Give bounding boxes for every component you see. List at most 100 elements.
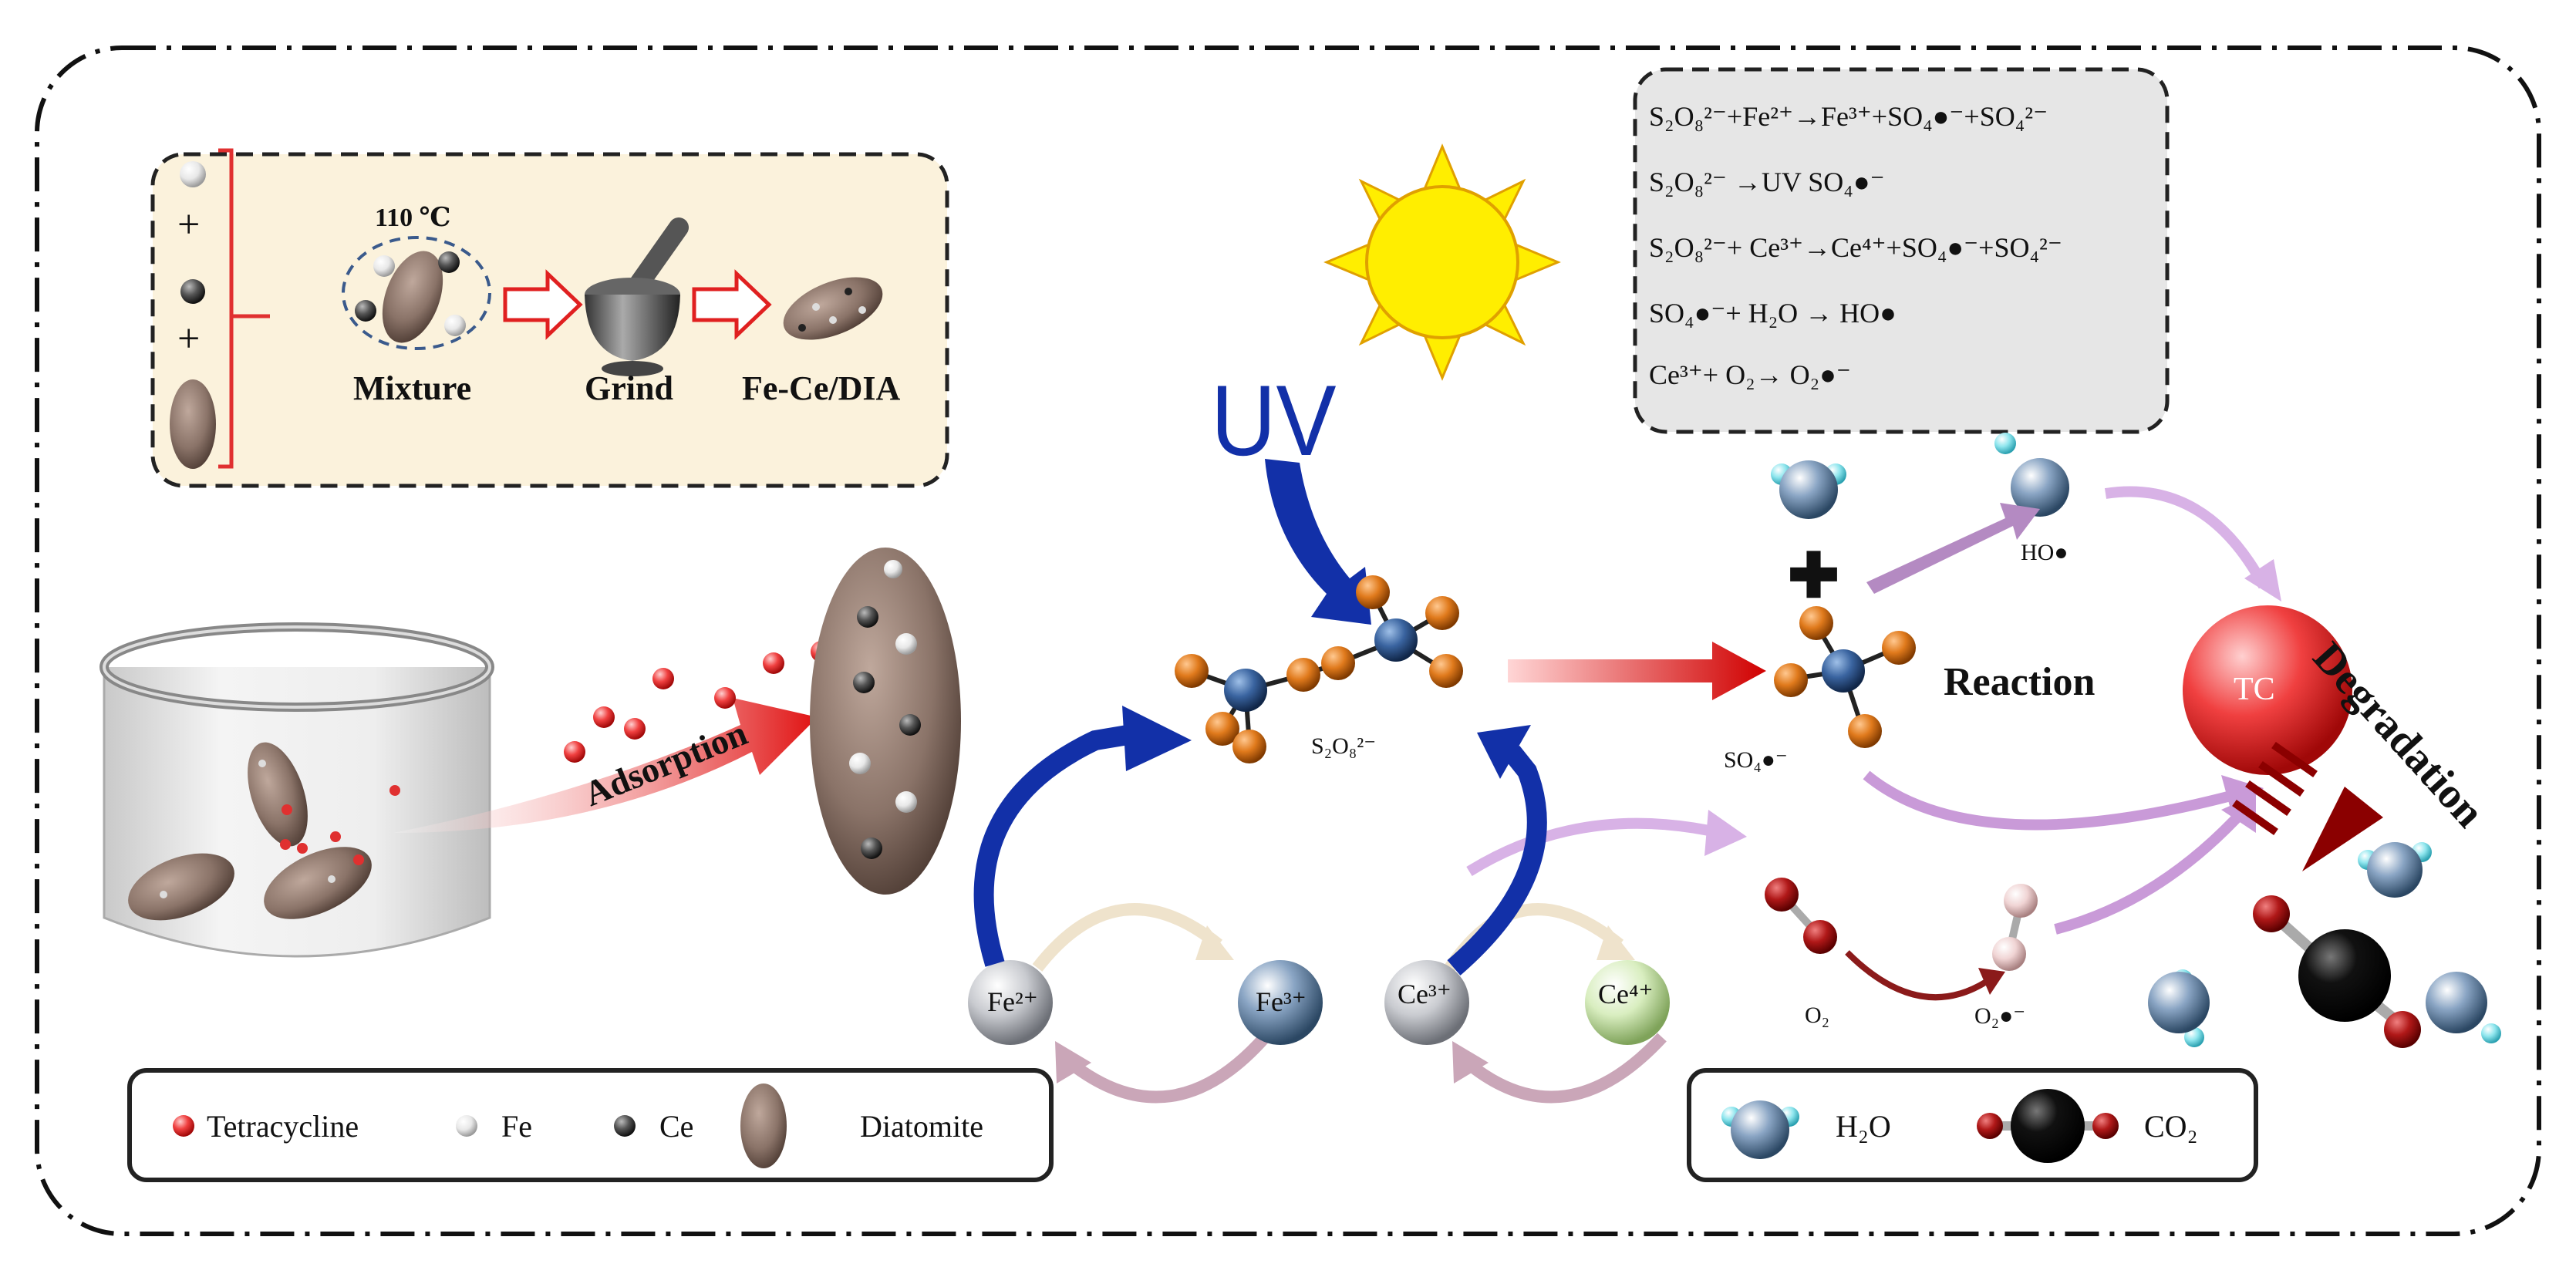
persulfate-label: S₂O₈²⁻ [1311, 733, 1377, 759]
tetracycline-sphere [624, 718, 646, 740]
legend-fe-swatch [456, 1115, 477, 1137]
persulfate-molecule [1175, 575, 1463, 763]
product-particle [783, 277, 883, 340]
equations-box [1633, 67, 2170, 434]
tc-dot [297, 843, 308, 854]
arrow-ho-to-tc [2104, 486, 2269, 589]
product-dot [812, 303, 820, 311]
cylinder-diatomite [248, 742, 308, 847]
ce-sphere [180, 279, 205, 304]
ce-dot [857, 606, 878, 628]
tc-dot [280, 839, 291, 850]
sun-icon [1323, 143, 1561, 381]
water-product [2426, 972, 2501, 1043]
fe-dot [328, 875, 335, 883]
ce4-sphere [1585, 960, 1670, 1045]
mixture-diatomite [382, 251, 443, 343]
legend-diatomite-label: Diatomite [860, 1109, 983, 1144]
cylinder-diatomite [264, 847, 372, 919]
product-dot [829, 316, 837, 324]
fe-dot [258, 760, 266, 767]
mixture-ce-2 [355, 300, 376, 322]
mortar-pestle-icon [585, 217, 689, 376]
tc-label: TC [2234, 672, 2275, 707]
legend-co2-label: CO₂ [2144, 1109, 2198, 1144]
legend-tetracycline-label: Tetracycline [207, 1109, 359, 1144]
plus-icon: ✚ [1788, 543, 1840, 611]
uv-label: UV [1211, 364, 1337, 477]
fe-dot [884, 560, 902, 578]
arrow-superoxide-to-tc [2054, 806, 2249, 935]
fe-cycle-return-arrow [1068, 1033, 1269, 1104]
fe2-label: Fe²⁺ [987, 986, 1038, 1017]
cylinder-diatomite [128, 853, 234, 921]
hydroxyl-molecule [1994, 433, 2069, 517]
ce3-sphere [1384, 960, 1469, 1045]
legend-fe-label: Fe [501, 1109, 532, 1144]
legend-diatomite-swatch [740, 1083, 787, 1168]
arrow-to-grind [503, 269, 583, 340]
equation-4: SO₄●⁻+ H₂O → HO● [1649, 298, 1897, 329]
fe-to-persulfate-arrow [973, 723, 1144, 967]
mixture-fe-2 [444, 315, 466, 336]
fe-dot [895, 633, 917, 655]
product-dot [798, 324, 806, 332]
fe-dot [849, 753, 871, 774]
fe3-label: Fe³⁺ [1256, 986, 1307, 1017]
o2-label: O₂ [1805, 1003, 1830, 1028]
legend-right-box [1687, 1068, 2258, 1182]
fe-cycle-arrow [1032, 903, 1223, 972]
legend-ce-label: Ce [659, 1109, 694, 1144]
legend-h2o-label: H₂O [1836, 1109, 1891, 1144]
grind-label: Grind [585, 369, 673, 407]
fe2-sphere [968, 960, 1053, 1045]
tetracycline-sphere [593, 706, 615, 728]
temperature-label: 110 ℃ [375, 204, 451, 232]
arrow-to-product [692, 269, 772, 340]
tetracycline-sphere [564, 741, 585, 763]
reaction-label: Reaction [1944, 660, 2096, 704]
co2-product [2253, 895, 2421, 1048]
product-dot [858, 306, 866, 314]
equation-3: S₂O₈²⁻+ Ce³⁺→Ce⁴⁺+SO₄●⁻+SO₄²⁻ [1649, 232, 2062, 263]
ce4-label: Ce⁴⁺ [1598, 979, 1654, 1009]
fe3-sphere [1238, 960, 1323, 1045]
equation-1: S₂O₈²⁻+Fe²⁺→Fe³⁺+SO₄●⁻+SO₄²⁻ [1649, 101, 2048, 132]
water-product [2148, 969, 2210, 1047]
arrow-so4-to-tc [1863, 770, 2238, 831]
mixture-circle [342, 236, 491, 350]
ce-cycle-return-arrow [1465, 1033, 1667, 1104]
product-dot [845, 288, 852, 295]
tetracycline-sphere [652, 668, 674, 689]
large-diatomite [810, 548, 961, 895]
tetracycline-sphere [714, 687, 736, 709]
fe-dot [895, 791, 917, 813]
fe-dot [160, 891, 167, 898]
uv-arrow [1265, 459, 1371, 625]
legend-ce-swatch [614, 1115, 636, 1137]
sulfate-radical-molecule [1774, 606, 1916, 748]
legend-h2o-swatch [1721, 1100, 1799, 1159]
tc-dot [353, 854, 364, 865]
arrow-to-hydroxyl [1866, 503, 2040, 594]
ce-to-persulfate-arrow [1447, 745, 1547, 976]
water-product [2358, 842, 2432, 898]
tc-sphere [2183, 605, 2352, 775]
tc-dot [282, 804, 292, 815]
superoxide-molecule [1992, 884, 2038, 971]
ce-dot [899, 714, 921, 736]
outer-border [35, 45, 2541, 1236]
mixture-ce [438, 251, 460, 273]
hydroxyl-label: HO● [2021, 540, 2069, 565]
mixture-fe [373, 255, 395, 277]
mixture-label: Mixture [353, 369, 472, 407]
diatomite-particle [170, 379, 216, 469]
oxygen-molecule [1765, 878, 1837, 954]
plus-sign: + [177, 203, 201, 247]
fe-sphere [180, 161, 206, 187]
legend-left-box [127, 1068, 1054, 1182]
equation-2: S₂O₈²⁻ →UV SO₄●⁻ [1649, 167, 1885, 197]
activation-arrow [1508, 642, 1766, 700]
